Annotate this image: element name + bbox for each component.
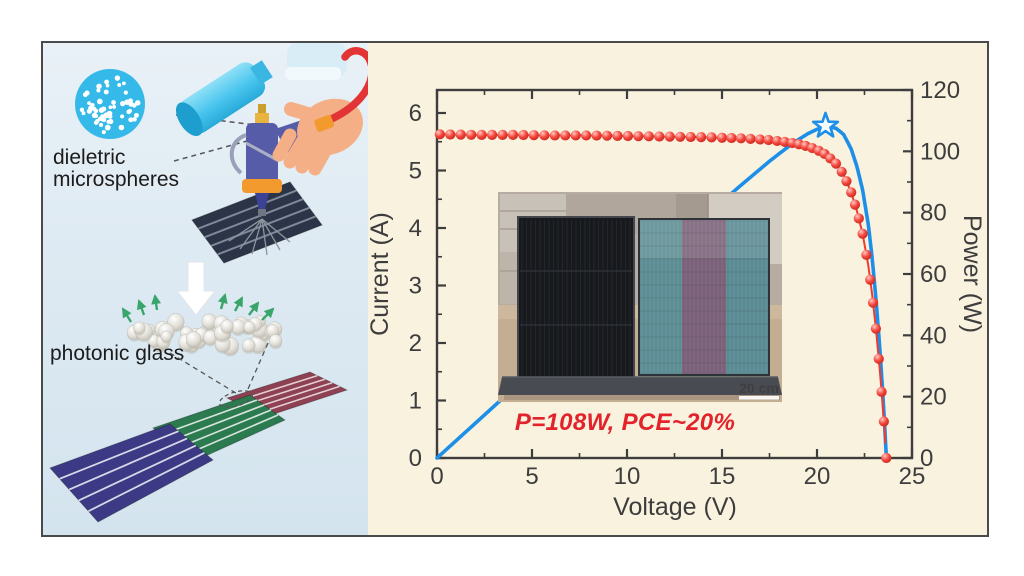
illustration-art: dieletric microspheres photonic glass	[49, 43, 368, 523]
left-tick-label: 4	[409, 215, 422, 242]
left-tick-label: 3	[409, 273, 422, 300]
spray-gun	[175, 43, 368, 216]
x-tick-label: 20	[804, 463, 831, 490]
air-hose	[323, 47, 368, 125]
right-tick-label: 20	[920, 384, 947, 411]
right-tick-label: 0	[920, 445, 933, 472]
scalebar-label: 20 cm	[739, 380, 779, 396]
left-tick-label: 0	[409, 445, 422, 472]
right-axis-title: Power (W)	[958, 215, 986, 333]
scattering-arrows	[121, 293, 275, 323]
iv-curve	[434, 129, 892, 464]
gun-fitting-top	[258, 104, 266, 113]
right-tick-label: 100	[920, 138, 960, 165]
gun-nozzle	[255, 193, 269, 209]
glass-dashed-pointers	[169, 342, 269, 408]
photo-panel-base	[498, 377, 782, 395]
sleeve-cuff	[285, 67, 341, 80]
left-tick-label: 5	[409, 158, 422, 185]
blue-panel	[49, 423, 214, 523]
spray-mist-lines	[228, 218, 291, 256]
process-illustration-panel: dieletric microspheres photonic glass	[43, 43, 368, 535]
photo-black-panel	[517, 216, 635, 380]
right-tick-label: 60	[920, 261, 947, 288]
down-arrow	[175, 261, 217, 316]
x-tick-label: 15	[709, 463, 736, 490]
x-tick-label: 10	[614, 463, 641, 490]
power-pce-annotation: P=108W, PCE~20%	[514, 409, 736, 436]
scalebar	[739, 396, 779, 400]
x-tick-label: 0	[430, 463, 443, 490]
hose-connector	[314, 115, 335, 132]
paint-canister	[175, 60, 273, 137]
right-tick-label: 40	[920, 322, 947, 349]
gun-nozzle-tip	[258, 209, 266, 216]
left-axis-title: Current (A)	[368, 212, 394, 336]
microspheres-label-line2: microspheres	[53, 168, 179, 191]
x-tick-label: 5	[525, 463, 538, 490]
gun-trigger	[229, 133, 247, 175]
right-tick-label: 80	[920, 200, 947, 227]
mpp-star-marker	[811, 111, 840, 138]
gun-body	[246, 123, 278, 189]
right-tick-label: 120	[920, 77, 960, 104]
photonic-glass-cluster	[126, 313, 283, 357]
left-tick-label: 2	[409, 330, 422, 357]
photonic-glass-label: photonic glass	[50, 342, 184, 365]
colored-panels-group	[49, 371, 349, 523]
microspheres-zoom-circle	[75, 69, 145, 139]
gun-collar	[242, 179, 282, 193]
microspheres-label-line1: dieletric	[53, 146, 125, 169]
left-tick-label: 1	[409, 388, 422, 415]
photo-colored-panel	[638, 218, 770, 376]
x-axis-title: Voltage (V)	[613, 493, 737, 521]
gun-fitting	[255, 113, 269, 124]
x-tick-label: 25	[899, 463, 926, 490]
figure-frame: dieletric microspheres photonic glass	[41, 41, 989, 537]
left-tick-label: 6	[409, 100, 422, 127]
inset-photo: 20 cm	[498, 192, 782, 402]
